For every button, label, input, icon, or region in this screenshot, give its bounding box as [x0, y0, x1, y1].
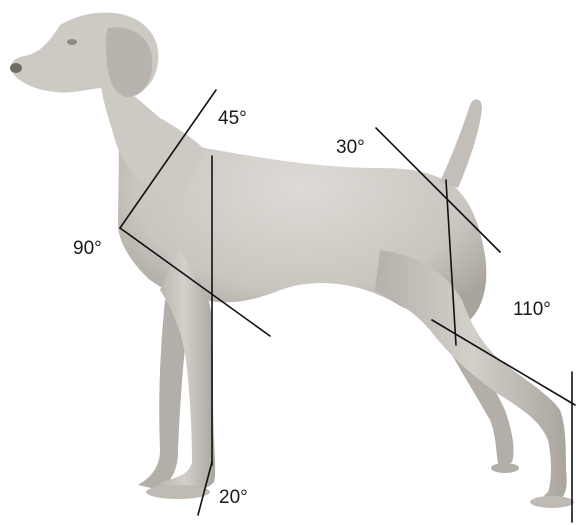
angle-label-30: 30° — [336, 137, 365, 158]
far-hind-paw — [491, 463, 519, 473]
dog-nose — [10, 63, 22, 73]
dog-eye — [67, 39, 77, 45]
dog-illustration — [10, 13, 574, 508]
front-paw — [146, 485, 210, 499]
angle-label-20: 20° — [219, 487, 248, 508]
hind-paw — [530, 496, 574, 508]
dog-tail — [440, 99, 482, 188]
angle-label-45: 45° — [218, 108, 247, 129]
angle-label-90: 90° — [73, 238, 102, 259]
angle-label-110: 110° — [513, 299, 551, 320]
